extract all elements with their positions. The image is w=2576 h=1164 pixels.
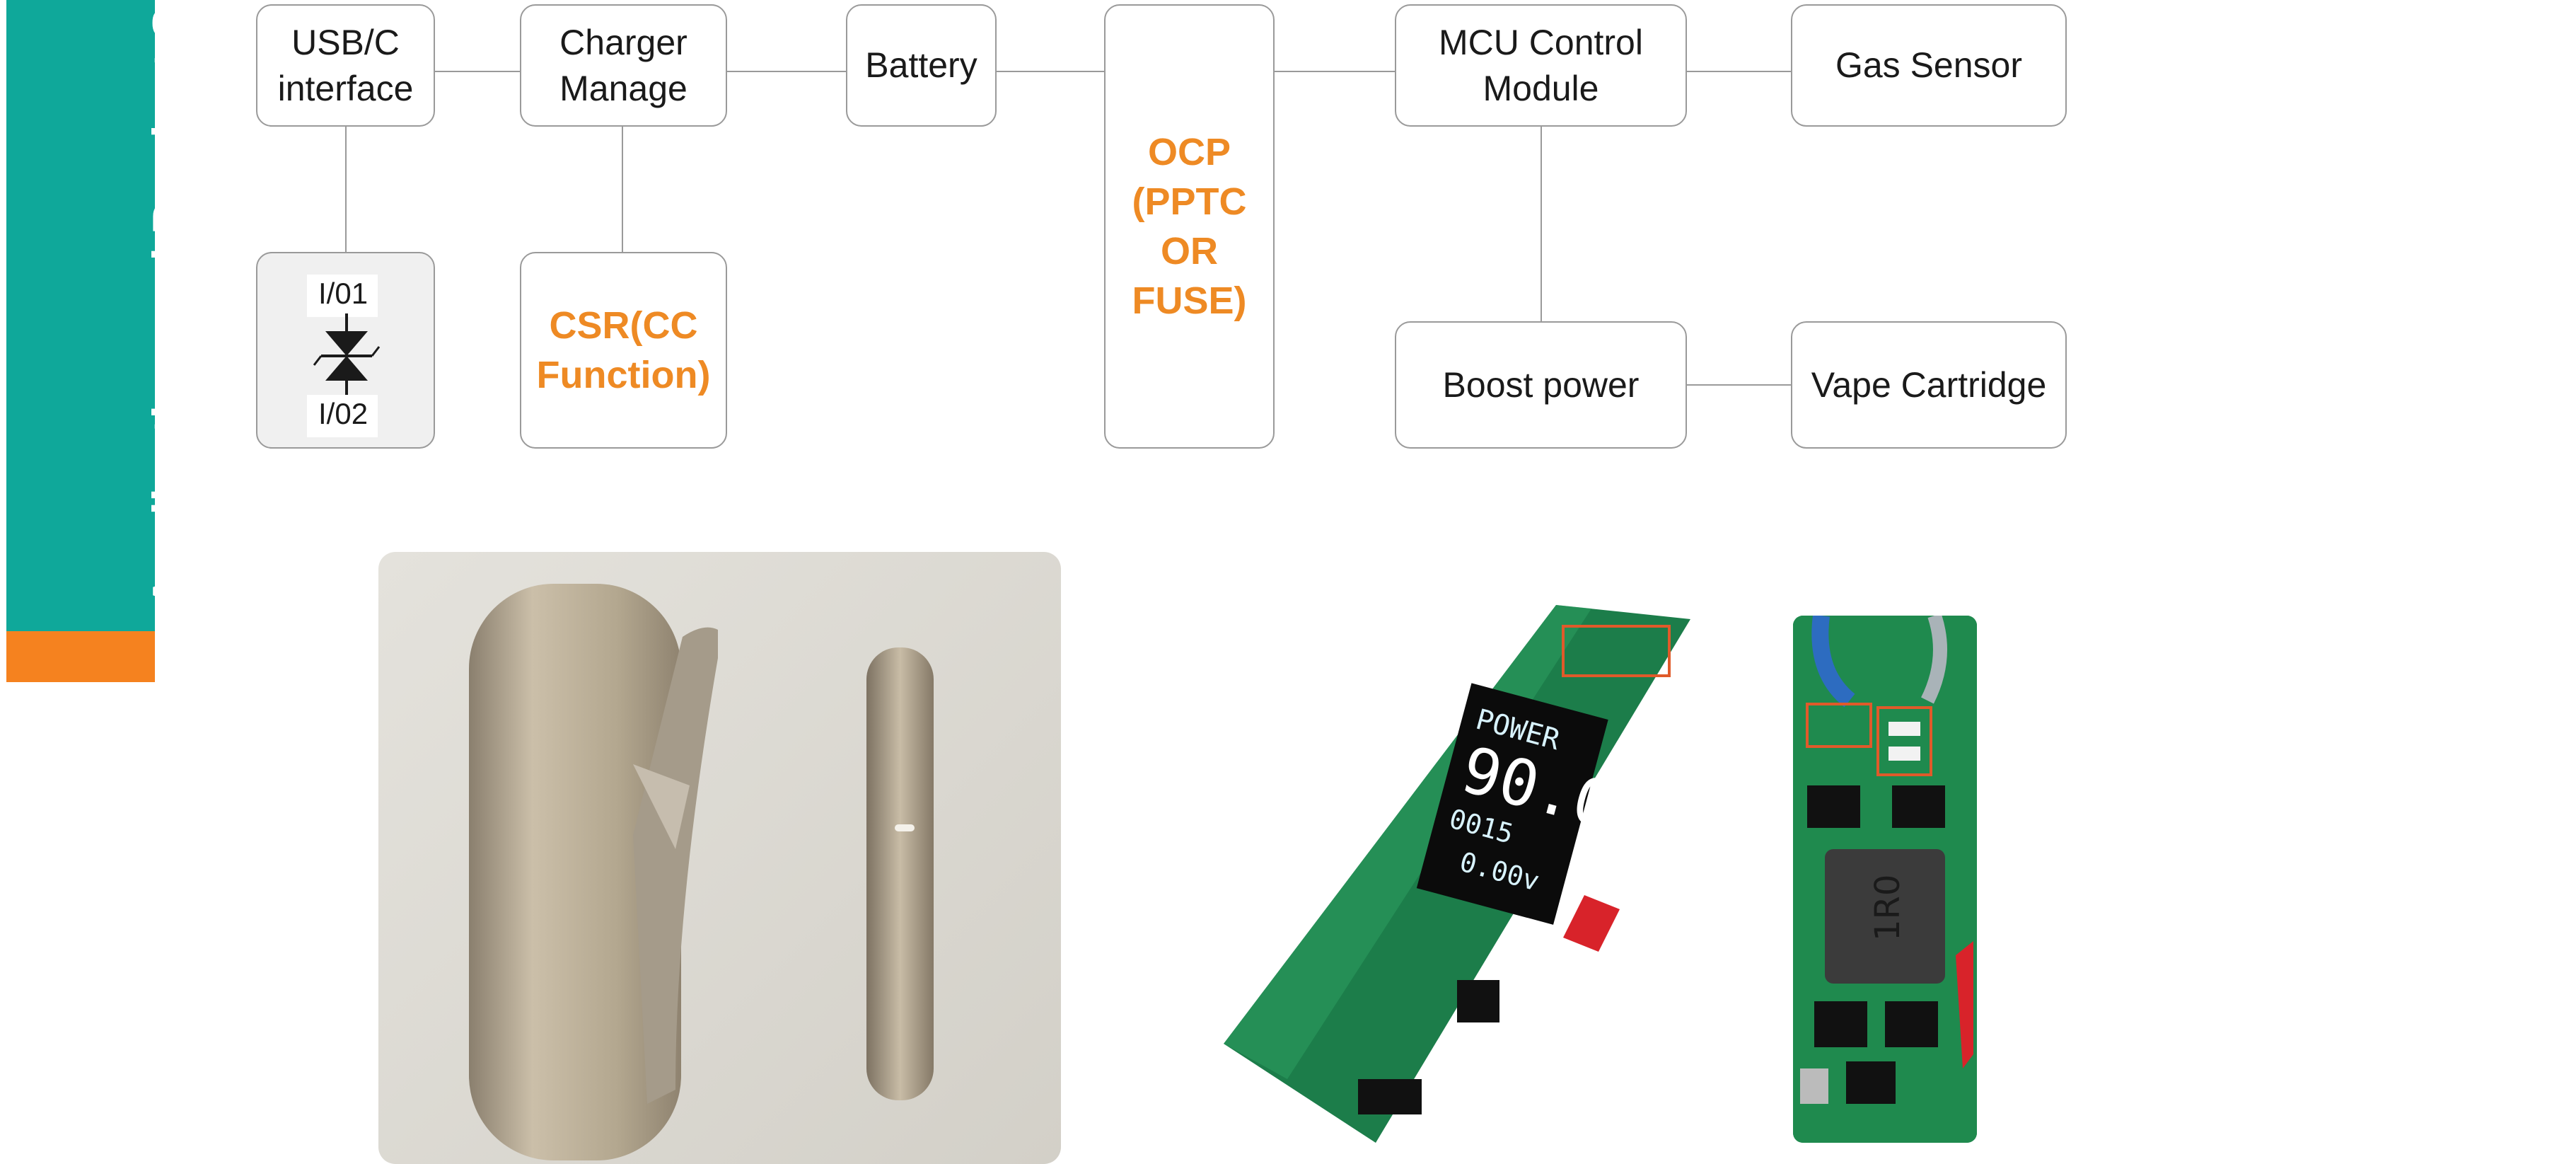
boost-power-block: Boost power [1395, 321, 1687, 449]
line-usb-tvs [345, 126, 347, 252]
line-battery-ocp [997, 71, 1104, 72]
line-charger-csr [622, 126, 623, 252]
heated-device-icon [469, 584, 934, 1160]
tvs-label-bottom: I/02 [314, 395, 373, 434]
usb-interface-block: USB/C interface [256, 4, 435, 127]
line-usb-charger [435, 71, 520, 72]
csr-block: CSR(CC Function) [520, 252, 727, 449]
pcb-back-icon: 1R0 [1793, 616, 1977, 1143]
line-charger-battery [727, 71, 846, 72]
pcb-back-photo: 1R0 [1793, 616, 1977, 1143]
line-mcu-boost [1541, 126, 1542, 321]
side-banner-accent [6, 631, 155, 682]
side-banner [6, 0, 155, 631]
mcu-control-block: MCU Control Module [1395, 4, 1687, 127]
inductor-label: 1R0 [1868, 875, 1908, 941]
line-mcu-gas [1687, 71, 1791, 72]
vape-cartridge-block: Vape Cartridge [1791, 321, 2067, 449]
gas-sensor-block: Gas Sensor [1791, 4, 2067, 127]
pcb-front-photo: POWER 90.0 0015 0.00v [1224, 584, 1722, 1143]
battery-block: Battery [846, 4, 997, 127]
tvs-diode-block: I/01 I/02 [256, 252, 435, 449]
ocp-block: OCP (PPTC OR FUSE) [1104, 4, 1275, 449]
line-ocp-mcu [1275, 71, 1395, 72]
tvs-label-top: I/01 [314, 275, 373, 313]
heated-device-photo [378, 552, 1061, 1164]
charger-manage-block: Charger Manage [520, 4, 727, 127]
line-boost-vape [1687, 384, 1791, 386]
pcb-front-icon: POWER 90.0 0015 0.00v [1224, 605, 1690, 1143]
block-diagram: USB/C interface Charger Manage Battery O… [0, 0, 2576, 453]
